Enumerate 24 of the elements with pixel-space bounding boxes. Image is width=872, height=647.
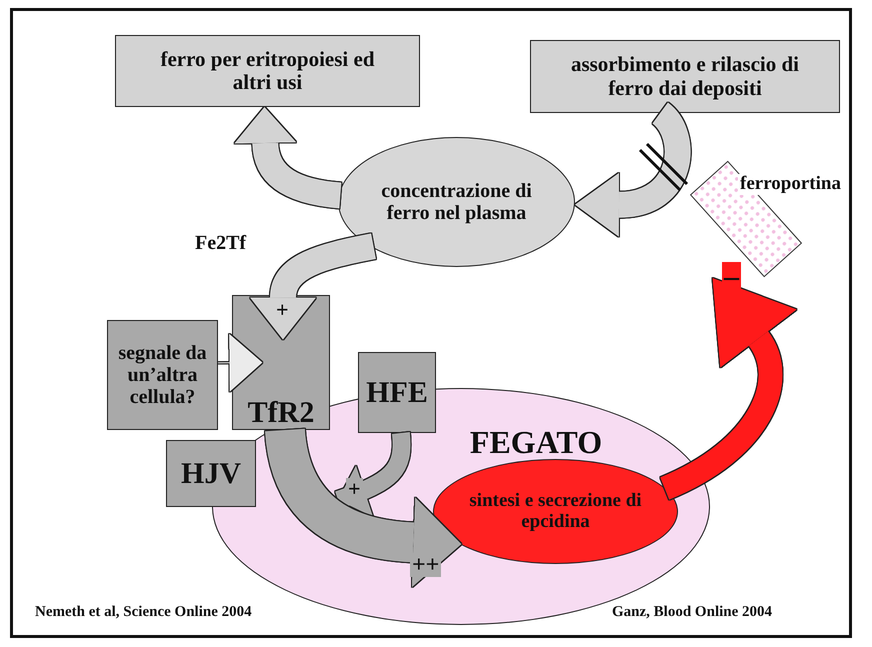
process-box (107, 320, 218, 430)
process-box (166, 440, 256, 507)
edge-label: ++ (410, 553, 442, 577)
node-text: concentrazione di ferro nel plasma (380, 180, 533, 224)
node-text: TfR2 (248, 396, 314, 429)
node-text: ferro per eritropoiesi ed altri usi (159, 48, 376, 94)
node-text: HFE (366, 376, 428, 409)
membrane-channel (690, 160, 840, 278)
node-text: assorbimento e rilascio di ferro dai depositi (570, 53, 800, 100)
process-box (530, 40, 840, 113)
organ-label: FEGATO (470, 425, 602, 460)
node-text: HJV (181, 457, 241, 490)
process-box (358, 352, 436, 433)
protein-label: ferroportina (738, 174, 843, 195)
process-box (115, 35, 420, 107)
block-arrow (265, 428, 462, 588)
block-arrow (218, 334, 262, 392)
node-text: sintesi e secrezione di epcidina (468, 490, 643, 532)
edge-label: – (722, 262, 741, 292)
block-arrow (250, 233, 376, 340)
citation-text: Nemeth et al, Science Online 2004 (35, 604, 252, 621)
node-text: segnale da un’altra cellula? (117, 342, 208, 408)
molecule-label: Fe2Tf (195, 232, 246, 255)
citation-text: Ganz, Blood Online 2004 (612, 604, 772, 621)
